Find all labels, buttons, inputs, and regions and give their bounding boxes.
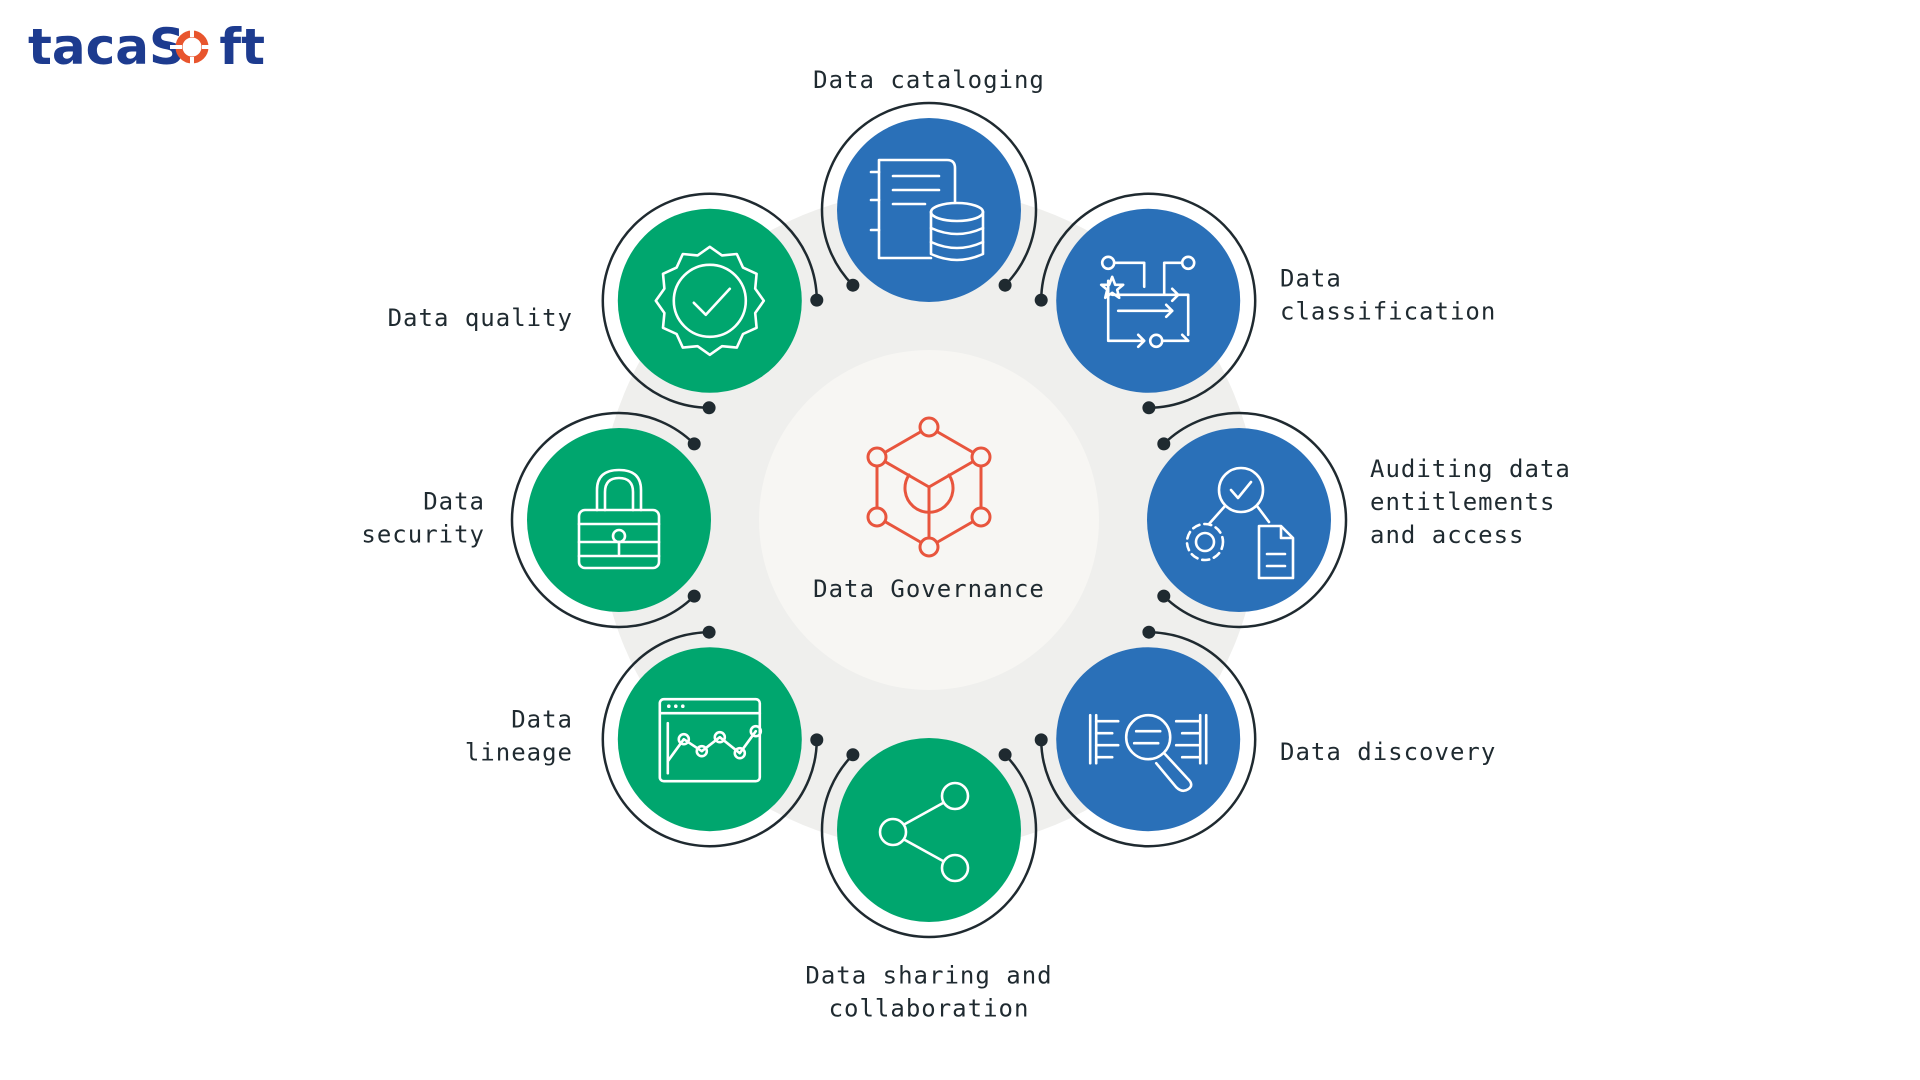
node-circle	[617, 647, 802, 832]
brand-logo: tacaSoft	[28, 18, 265, 76]
node-quality: Data quality	[388, 192, 824, 415]
node-circle	[617, 208, 802, 393]
node-label-line: classification	[1280, 298, 1496, 326]
node-label-cataloging: Data cataloging	[813, 66, 1045, 94]
node-ring-arc	[601, 630, 819, 848]
share-icon	[878, 781, 970, 883]
node-label-line: Data	[511, 706, 573, 734]
brand-o-mark-icon	[170, 25, 214, 69]
node-label-line: Data cataloging	[813, 66, 1045, 94]
arc-end-dot	[846, 748, 860, 762]
center-title: Data Governance	[813, 575, 1045, 603]
arc-end-dot	[846, 278, 860, 292]
node-auditing: Auditing data entitlements and access	[1147, 411, 1571, 629]
node-circle	[1056, 647, 1241, 832]
center-hub: Data Governance	[759, 350, 1099, 690]
arc-end-dot	[1157, 589, 1171, 603]
node-ring-arc	[1039, 630, 1257, 848]
node-discovery: Data discovery	[1034, 625, 1496, 848]
node-circle	[837, 118, 1021, 302]
node-sharing: Data sharing and collaboration	[805, 738, 1052, 1023]
node-ring-arc	[1162, 411, 1348, 629]
arc-end-dot	[998, 278, 1012, 292]
node-ring-arc	[820, 101, 1038, 287]
arc-end-dot	[1142, 401, 1156, 415]
node-label-line: security	[361, 521, 485, 549]
node-label-auditing: Auditing data entitlements and access	[1370, 455, 1571, 549]
node-label-classification: Data classification	[1280, 265, 1496, 326]
node-label-line: Data quality	[388, 304, 573, 332]
arc-end-dot	[810, 293, 824, 307]
node-label-line: collaboration	[829, 995, 1030, 1023]
node-label-line: Auditing data	[1370, 455, 1571, 483]
arc-end-dot	[810, 733, 824, 747]
arc-end-dot	[1034, 733, 1048, 747]
document-database-icon	[869, 158, 985, 262]
node-label-line: Data sharing and	[805, 962, 1052, 990]
node-ring-arc	[1039, 192, 1257, 410]
line-chart-window-icon	[658, 697, 763, 783]
node-label-line: entitlements	[1370, 488, 1555, 516]
node-circle	[1056, 208, 1241, 393]
audit-check-gear-icon	[1185, 466, 1295, 580]
brand-name: tacaSoft	[28, 18, 265, 76]
arc-end-dot	[1157, 437, 1171, 451]
brand-name-part3: ft	[219, 18, 265, 76]
magnifier-search-icon	[1088, 713, 1208, 793]
arc-end-dot	[1034, 293, 1048, 307]
node-label-line: Data discovery	[1280, 738, 1496, 766]
node-label-line: and access	[1370, 521, 1525, 549]
node-label-line: Data	[423, 488, 485, 516]
node-security: Data security	[361, 411, 711, 629]
node-circle	[527, 428, 711, 612]
node-label-line: Data	[1280, 265, 1342, 293]
node-label-line: lineage	[465, 739, 573, 767]
arc-end-dot	[702, 625, 716, 639]
node-circle	[1147, 428, 1331, 612]
arc-end-dot	[687, 437, 701, 451]
node-label-lineage: Data lineage	[465, 706, 573, 767]
node-cataloging: Data cataloging	[813, 66, 1045, 302]
arc-end-dot	[1142, 625, 1156, 639]
node-label-quality: Data quality	[388, 304, 573, 332]
node-ring-arc	[820, 753, 1038, 939]
node-label-security: Data security	[361, 488, 485, 549]
arc-end-dot	[702, 401, 716, 415]
badge-check-icon	[654, 245, 766, 357]
node-circle	[837, 738, 1021, 922]
cube-network-icon	[866, 416, 992, 558]
node-ring-arc	[510, 411, 696, 629]
brand-name-part1: taca	[28, 18, 149, 76]
flow-classification-icon	[1099, 255, 1196, 349]
node-label-discovery: Data discovery	[1280, 738, 1496, 766]
arc-end-dot	[998, 748, 1012, 762]
node-label-sharing: Data sharing and collaboration	[805, 962, 1052, 1023]
node-ring-arc	[601, 192, 819, 410]
node-classification: Data classification	[1034, 192, 1496, 415]
node-lineage: Data lineage	[465, 625, 824, 848]
arc-end-dot	[687, 589, 701, 603]
padlock-icon	[577, 468, 661, 570]
